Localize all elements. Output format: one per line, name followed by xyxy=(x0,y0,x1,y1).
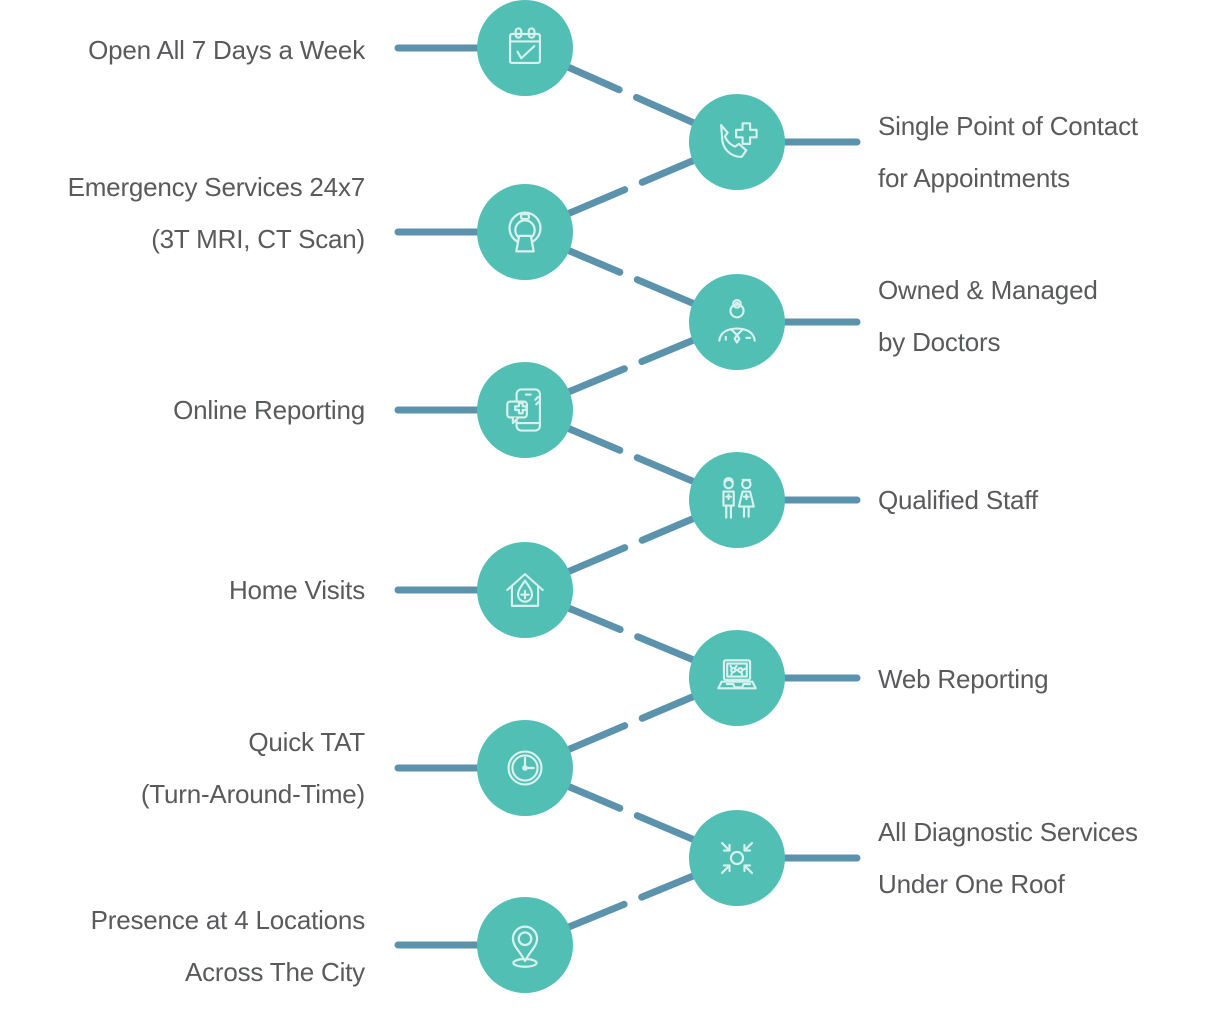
laptop-report-icon xyxy=(717,659,757,690)
label-line: Web Reporting xyxy=(878,664,1049,694)
label-line: All Diagnostic Services xyxy=(878,817,1138,847)
label-single-point-of-contact: Single Point of Contact for Appointments xyxy=(878,100,1224,204)
label-qualified-staff: Qualified Staff xyxy=(878,474,1224,526)
label-emergency-services: Emergency Services 24x7 (3T MRI, CT Scan… xyxy=(0,161,366,265)
label-line: Emergency Services 24x7 xyxy=(67,172,366,202)
label-open-all-7-days: Open All 7 Days a Week xyxy=(0,24,365,76)
node-qualified-staff xyxy=(689,452,785,548)
label-line: Open All 7 Days a Week xyxy=(88,35,365,65)
label-home-visits: Home Visits xyxy=(0,564,365,616)
node-single-point-of-contact xyxy=(689,94,785,190)
label-all-services-one-roof: All Diagnostic Services Under One Roof xyxy=(878,806,1224,910)
label-line: (Turn-Around-Time) xyxy=(140,779,365,809)
node-all-services-one-roof xyxy=(689,810,785,906)
label-line: by Doctors xyxy=(878,327,1001,357)
doctor-icon xyxy=(718,298,756,344)
label-line: Qualified Staff xyxy=(878,485,1038,515)
label-line: Owned & Managed xyxy=(878,275,1098,305)
node-home-visits xyxy=(477,542,573,638)
label-line: Across The City xyxy=(184,957,365,987)
node-open-all-7-days xyxy=(477,0,573,96)
node-presence-4-locations xyxy=(477,897,573,993)
node-owned-by-doctors xyxy=(689,274,785,370)
node-online-reporting xyxy=(477,362,573,458)
node-web-reporting xyxy=(689,630,785,726)
label-line: Quick TAT xyxy=(248,727,365,757)
label-line: Presence at 4 Locations xyxy=(90,905,366,935)
location-pin-icon xyxy=(511,925,539,968)
label-quick-tat: Quick TAT (Turn-Around-Time) xyxy=(0,716,365,820)
label-web-reporting: Web Reporting xyxy=(878,653,1224,705)
home-medical-icon xyxy=(506,573,544,607)
node-quick-tat xyxy=(477,720,573,816)
label-line: Online Reporting xyxy=(173,395,365,425)
label-line: Single Point of Contact xyxy=(878,111,1138,141)
label-line: Home Visits xyxy=(228,575,365,605)
label-line: Under One Roof xyxy=(878,869,1065,899)
label-owned-by-doctors: Owned & Managed by Doctors xyxy=(878,264,1224,368)
label-presence-4-locations: Presence at 4 Locations Across The City xyxy=(0,894,366,998)
mri-scanner-icon xyxy=(508,211,542,253)
phone-plus-icon xyxy=(720,122,758,159)
node-emergency-services xyxy=(477,184,573,280)
label-online-reporting: Online Reporting xyxy=(0,384,365,436)
calendar-check-icon xyxy=(508,27,542,65)
clock-icon xyxy=(507,750,543,786)
converge-arrows-icon xyxy=(720,841,754,875)
medical-staff-icon xyxy=(722,477,755,519)
label-line: for Appointments xyxy=(878,163,1070,193)
mobile-report-icon xyxy=(506,388,542,432)
label-line: (3T MRI, CT Scan) xyxy=(151,224,365,254)
